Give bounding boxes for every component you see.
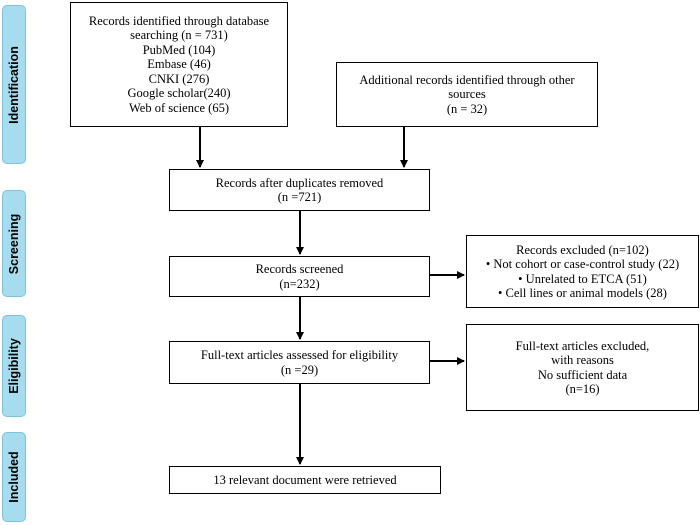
box-line: (n=232): [279, 276, 320, 291]
list-item: Unrelated to ETCA (51): [486, 272, 679, 287]
box-line: PubMed (104): [142, 42, 216, 57]
box-line: Records screened: [255, 262, 344, 276]
stage-identification: Identification: [2, 5, 26, 164]
excluded-reasons-list: Not cohort or case-control study (22) Un…: [486, 257, 679, 301]
list-item: Not cohort or case-control study (22): [486, 257, 679, 272]
box-line: 13 relevant document were retrieved: [213, 472, 397, 487]
box-line: CNKI (276): [148, 71, 210, 86]
box-line: Embase (46): [147, 57, 211, 72]
box-line: with reasons: [551, 353, 614, 367]
box-line: Web of science (65): [129, 100, 229, 115]
database-records-box: Records identified through database sear…: [70, 2, 288, 127]
box-line: (n =721): [277, 190, 322, 204]
stage-eligibility: Eligibility: [2, 315, 26, 417]
stage-screening: Screening: [2, 190, 26, 297]
box-line: sources: [448, 87, 486, 102]
box-line: (n = 32): [446, 101, 488, 116]
excluded-title: Records excluded (n=102): [516, 242, 649, 257]
stage-included: Included: [2, 432, 26, 522]
duplicates-removed-box: Records after duplicates removed (n =721…: [169, 169, 430, 211]
list-item: Cell lines or animal models (28): [486, 286, 679, 301]
box-line: (n=16): [565, 382, 600, 396]
box-line: (n =29): [280, 362, 319, 377]
box-line: Google scholar(240): [127, 86, 231, 101]
box-line: Records identified through database: [88, 13, 270, 28]
other-sources-box: Additional records identified through ot…: [336, 62, 598, 127]
box-line: Full-text articles excluded,: [515, 338, 650, 353]
box-line: Additional records identified through ot…: [359, 72, 575, 87]
box-line: No sufficient data: [537, 367, 628, 382]
box-line: Records after duplicates removed: [215, 175, 384, 190]
fulltext-excluded-box: Full-text articles excluded, with reason…: [466, 324, 699, 411]
included-result-box: 13 relevant document were retrieved: [169, 466, 441, 494]
box-line: Full-text articles assessed for eligibil…: [200, 348, 399, 362]
records-excluded-box: Records excluded (n=102) Not cohort or c…: [466, 235, 699, 308]
fulltext-assessed-box: Full-text articles assessed for eligibil…: [169, 341, 430, 384]
box-line: searching (n = 731): [130, 28, 228, 43]
records-screened-box: Records screened (n=232): [169, 256, 430, 297]
